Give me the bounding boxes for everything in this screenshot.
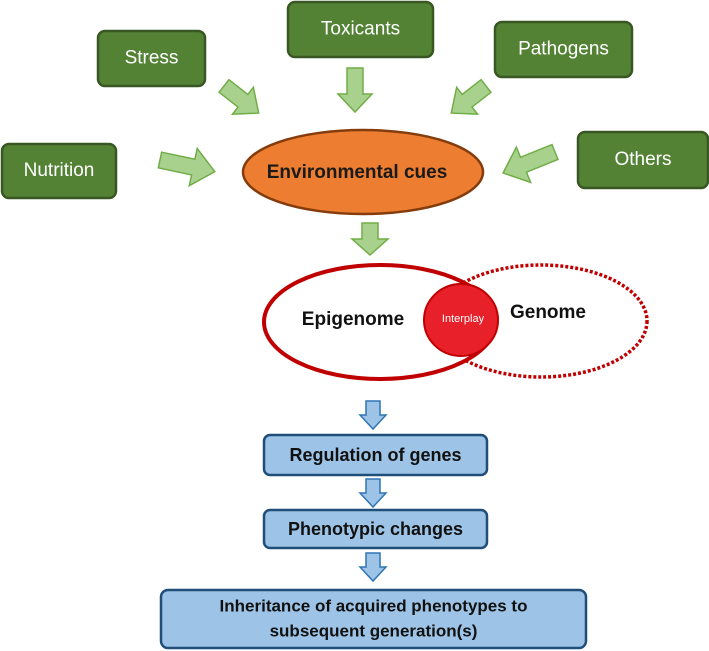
venn-diagram: Epigenome Interplay Genome (262, 263, 649, 381)
input-box-others: Others (576, 130, 709, 190)
regulation-of-genes-box: Regulation of genes (262, 433, 489, 477)
inheritance-box: Inheritance of acquired phenotypes to su… (159, 588, 588, 650)
environmental-cues-label: Environmental cues (267, 162, 448, 183)
arrow-cues-to-venn (350, 222, 390, 257)
epigenome-label: Epigenome (302, 309, 404, 330)
arrow-stress-to-cues (218, 78, 260, 115)
interplay-label: Interplay (442, 313, 485, 325)
arrow-nutrition-to-cues (157, 146, 216, 188)
input-label-nutrition: Nutrition (24, 160, 95, 181)
genome-label: Genome (510, 302, 586, 323)
inheritance-label-line1: Inheritance of acquired phenotypes to (220, 596, 528, 615)
input-label-toxicants: Toxicants (321, 19, 400, 40)
environmental-cues-oval: Environmental cues (241, 128, 485, 216)
input-label-stress: Stress (125, 48, 179, 69)
arrow-phenotypic-to-inheritance (358, 552, 388, 583)
input-box-toxicants: Toxicants (286, 0, 435, 59)
input-box-stress: Stress (96, 29, 207, 88)
arrow-regulation-to-phenotypic (358, 478, 388, 509)
arrow-toxicants-to-cues (336, 67, 374, 114)
input-box-pathogens: Pathogens (493, 20, 634, 79)
input-label-others: Others (614, 149, 671, 170)
arrow-venn-to-regulation (358, 400, 388, 431)
interplay-overlap (423, 283, 499, 357)
arrow-pathogens-to-cues (450, 78, 492, 115)
input-box-nutrition: Nutrition (0, 142, 118, 200)
regulation-of-genes-label: Regulation of genes (289, 445, 461, 465)
phenotypic-changes-label: Phenotypic changes (288, 519, 463, 539)
arrow-others-to-cues (502, 143, 559, 184)
inheritance-label-line2: subsequent generation(s) (270, 621, 478, 640)
input-label-pathogens: Pathogens (518, 39, 609, 60)
phenotypic-changes-box: Phenotypic changes (262, 508, 489, 550)
